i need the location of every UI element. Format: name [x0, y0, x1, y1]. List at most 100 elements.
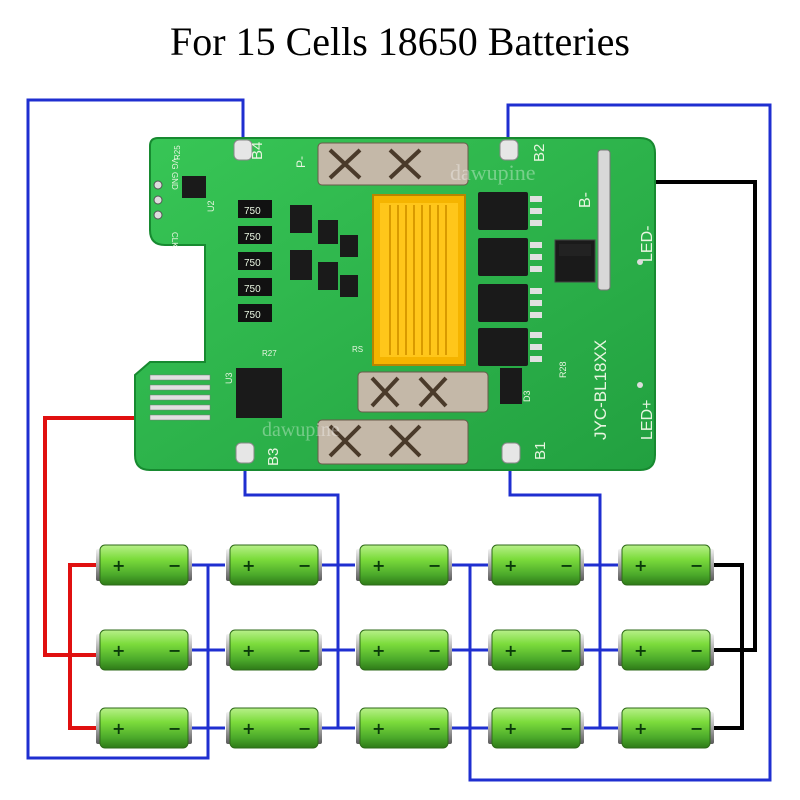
cell-minus-sign: − — [168, 641, 181, 660]
cell-plus-sign: + — [372, 641, 385, 660]
resistor-code: 750 — [244, 232, 261, 243]
chip-rs-label: RS — [352, 345, 363, 354]
blue-wires — [26, 98, 772, 782]
pad-b3 — [235, 442, 255, 464]
page-title: For 15 Cells 18650 Batteries — [170, 19, 630, 64]
battery-cell: +− — [356, 629, 452, 671]
ic-chip — [340, 275, 358, 297]
watermark: dawupine — [450, 160, 536, 185]
resistor-code: 750 — [244, 206, 261, 217]
cell-body — [621, 544, 711, 586]
cell-plus-sign: + — [634, 641, 647, 660]
pad-b3-label: B3 — [265, 448, 282, 466]
cell-body — [491, 707, 581, 749]
cell-minus-sign: − — [298, 641, 311, 660]
cell-plus-sign: + — [242, 641, 255, 660]
battery-cell: +− — [226, 544, 322, 586]
cell-body — [621, 629, 711, 671]
header-pin — [153, 180, 163, 190]
chip-u3-label: U3 — [224, 372, 234, 384]
resistor-bank: 750 750 750 750 750 — [238, 200, 272, 322]
battery-cell: +− — [226, 629, 322, 671]
pad-b-minus-label: B- — [577, 192, 594, 208]
cell-minus-sign: − — [690, 641, 703, 660]
cell-minus-sign: − — [298, 556, 311, 575]
cell-body — [359, 707, 449, 749]
ic-chip — [318, 220, 338, 244]
cell-body — [229, 629, 319, 671]
cell-plus-sign: + — [372, 556, 385, 575]
terminal-clip-middle — [357, 371, 489, 413]
pad-b2-label: B2 — [531, 144, 548, 162]
header-pin — [153, 210, 163, 220]
ic-chip — [318, 262, 338, 290]
battery-cell: +− — [618, 707, 714, 749]
board-model-label: JYC-BL18XX — [591, 340, 610, 440]
resistor-code: 750 — [244, 284, 261, 295]
battery-cell: +− — [356, 707, 452, 749]
ic-chip — [290, 250, 312, 280]
diode-d3 — [500, 368, 522, 404]
resistor-code: 750 — [244, 310, 261, 321]
chip-r28-label: R28 — [558, 361, 568, 378]
pad-b4 — [233, 139, 253, 161]
cell-minus-sign: − — [560, 556, 573, 575]
b-minus-pad — [597, 149, 611, 291]
cell-minus-sign: − — [428, 556, 441, 575]
battery-cell: +− — [356, 544, 452, 586]
cell-minus-sign: − — [560, 719, 573, 738]
cell-minus-sign: − — [168, 556, 181, 575]
pcb-board: B4 B2 B3 B1 P- B- CLK GND VG U2 R25 750 … — [134, 137, 656, 471]
battery-cell: +− — [488, 629, 584, 671]
cell-body — [99, 629, 189, 671]
black-wire — [605, 180, 757, 730]
led-plus-label: LED+ — [639, 400, 656, 440]
mosfet-array — [478, 192, 528, 366]
pad-b1 — [501, 442, 521, 464]
ic-chip — [290, 205, 312, 233]
cell-minus-sign: − — [168, 719, 181, 738]
battery-cell: +− — [488, 544, 584, 586]
cell-minus-sign: − — [560, 641, 573, 660]
chip-r25-label: R25 — [173, 145, 182, 160]
header-pin-label: GND — [170, 172, 179, 190]
cell-body — [99, 544, 189, 586]
cell-plus-sign: + — [504, 556, 517, 575]
cell-plus-sign: + — [634, 719, 647, 738]
yellow-connector — [372, 194, 466, 366]
chip-u2-label: U2 — [206, 200, 216, 212]
battery-cell: +− — [96, 707, 192, 749]
cell-body — [491, 629, 581, 671]
battery-cell: +− — [226, 707, 322, 749]
battery-cell: +− — [618, 629, 714, 671]
resistor-code: 750 — [244, 258, 261, 269]
led-minus-label: LED- — [639, 226, 656, 262]
header-pin — [153, 195, 163, 205]
cell-plus-sign: + — [112, 641, 125, 660]
cell-plus-sign: + — [634, 556, 647, 575]
header-pin-label: VG — [170, 158, 179, 170]
pad-b4-label: B4 — [249, 142, 266, 160]
red-wire — [43, 416, 160, 730]
cell-body — [229, 707, 319, 749]
terminal-clip-top — [317, 142, 469, 186]
pad-b1-label: B1 — [532, 442, 549, 460]
led-indicator — [637, 382, 643, 388]
chip-u2 — [182, 176, 206, 198]
cell-minus-sign: − — [428, 719, 441, 738]
chip-u3 — [236, 368, 282, 418]
cell-minus-sign: − — [428, 641, 441, 660]
cell-plus-sign: + — [242, 719, 255, 738]
cell-plus-sign: + — [112, 556, 125, 575]
cell-body — [229, 544, 319, 586]
cell-body — [99, 707, 189, 749]
ic-chip — [340, 235, 358, 257]
battery-cell: +− — [96, 629, 192, 671]
battery-cells: +−+−+−+−+−+−+−+−+−+−+−+−+−+−+− — [96, 544, 714, 749]
cell-body — [621, 707, 711, 749]
watermark: dawupine — [262, 419, 340, 441]
chip-r27-label: R27 — [262, 349, 277, 358]
led-indicator — [637, 259, 643, 265]
cell-minus-sign: − — [690, 719, 703, 738]
